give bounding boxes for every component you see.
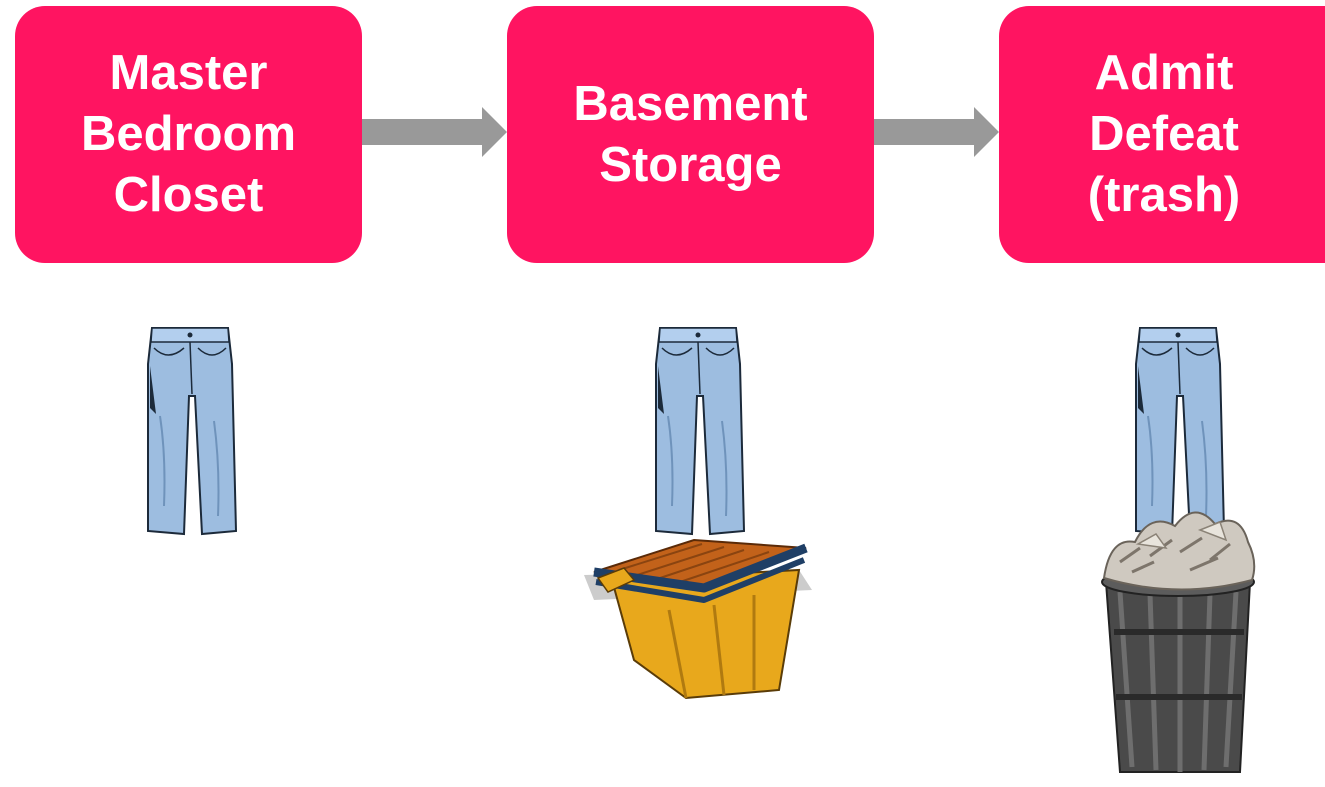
flow-arrow-icon: [362, 107, 507, 157]
step-label: Master Bedroom Closet: [80, 46, 297, 222]
jeans-icon: [147, 327, 238, 536]
step-label: Basement Storage: [573, 76, 808, 192]
flow-arrow-icon: [874, 107, 999, 157]
jeans-icon: [1135, 327, 1226, 536]
step-box-master-bedroom-closet: Master Bedroom Closet: [15, 6, 362, 263]
step-label: Admit Defeat (trash): [1087, 46, 1241, 222]
jeans-icon: [655, 327, 746, 536]
trash-can-icon: [1101, 511, 1256, 773]
storage-bin-icon: [584, 538, 812, 700]
step-box-admit-defeat: Admit Defeat (trash): [999, 6, 1325, 263]
step-box-basement-storage: Basement Storage: [507, 6, 874, 263]
